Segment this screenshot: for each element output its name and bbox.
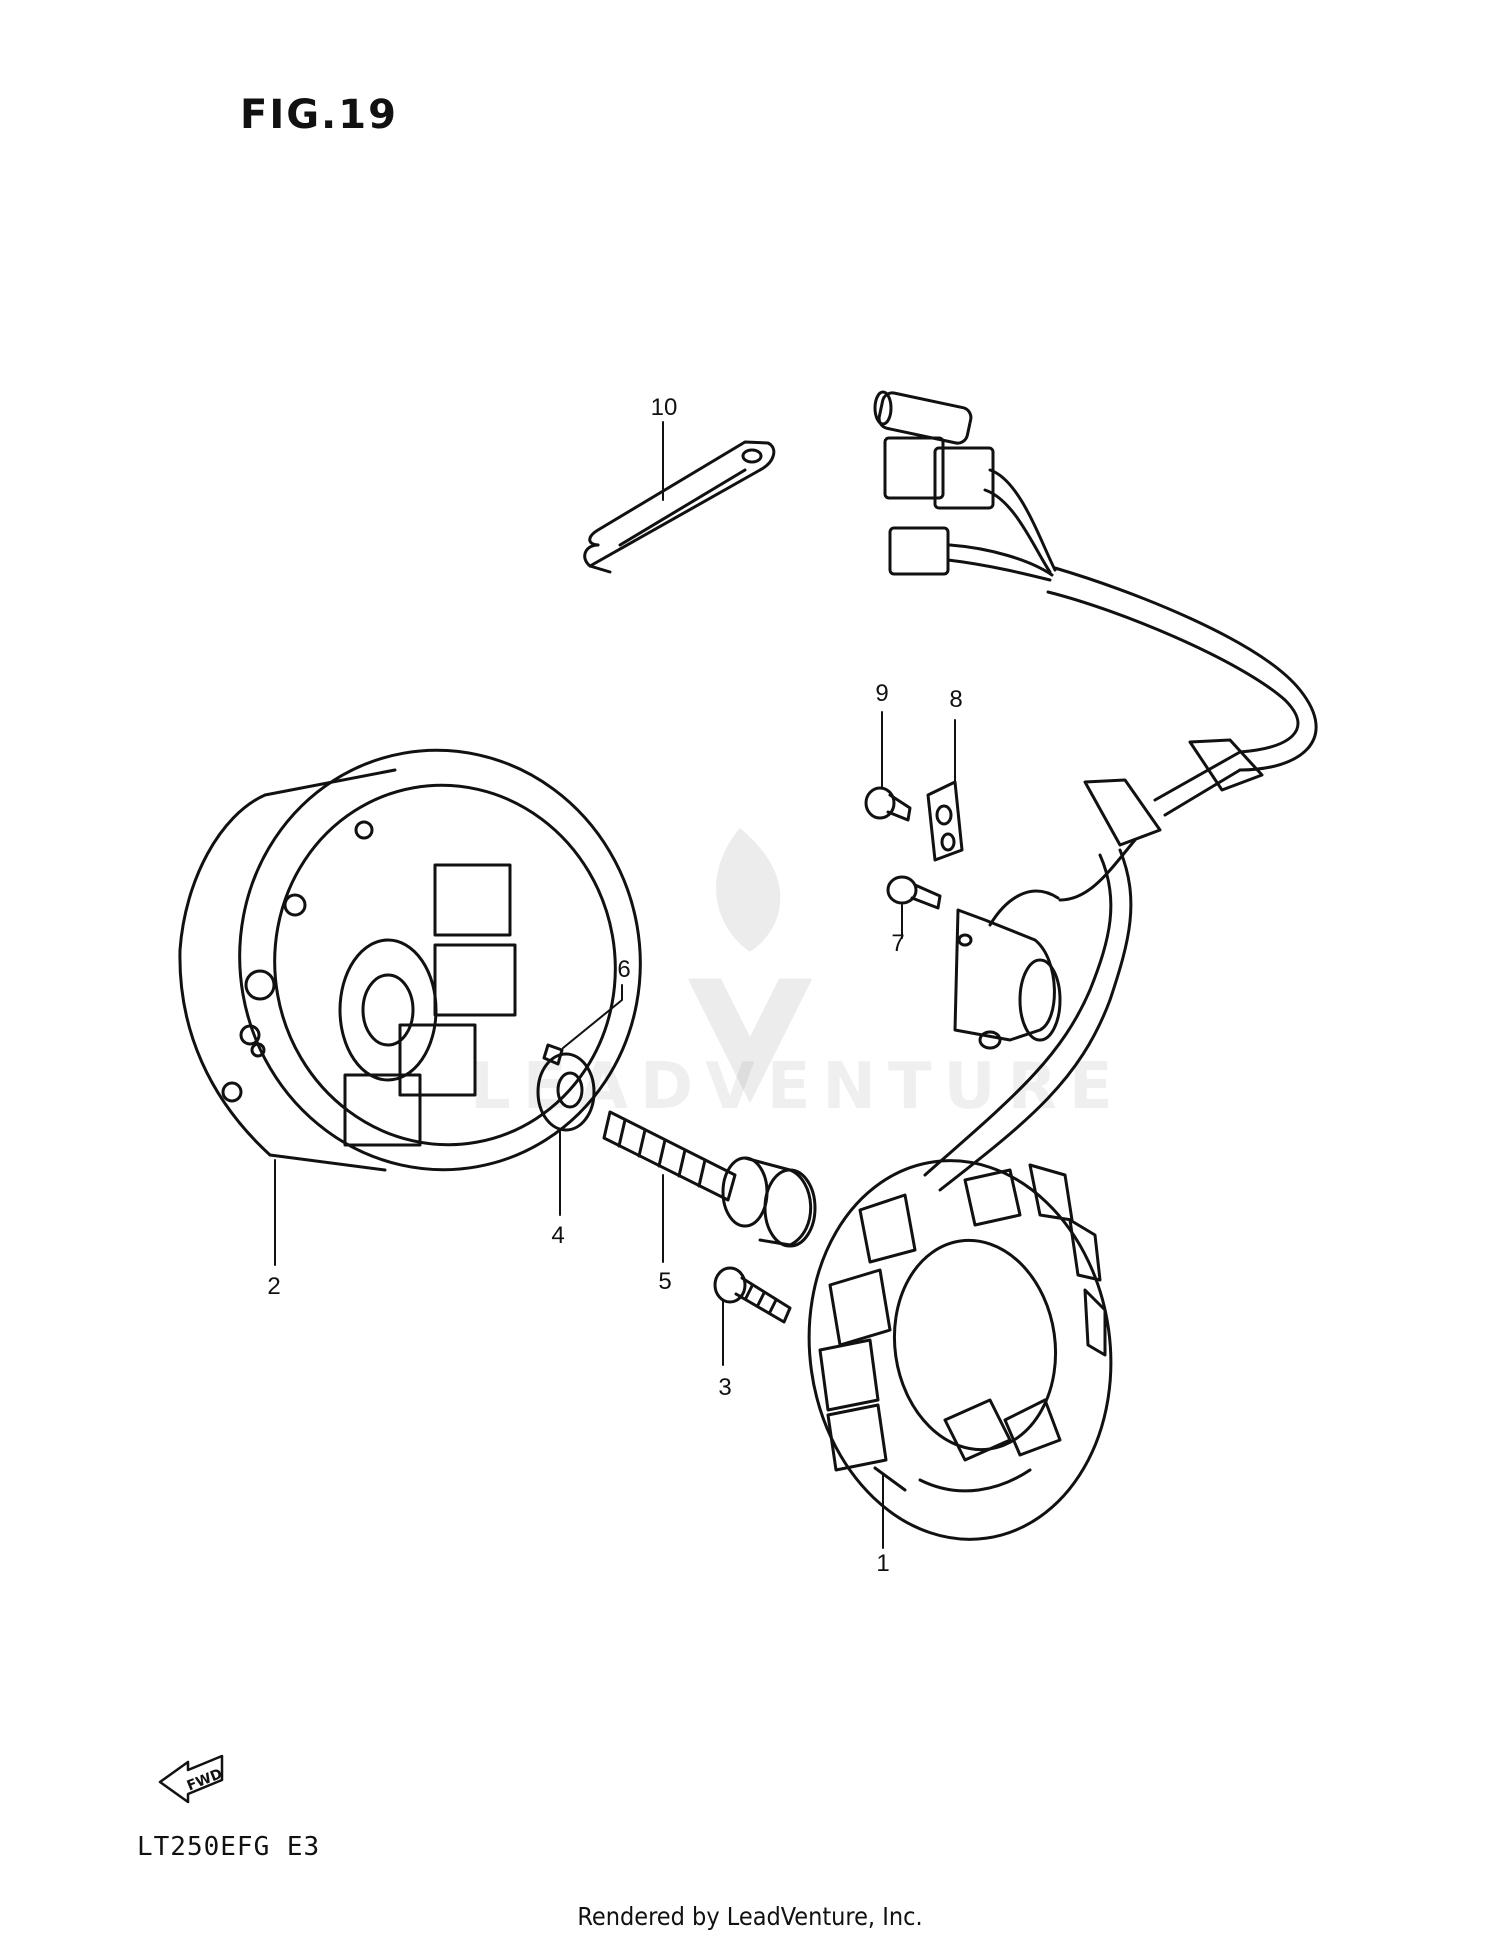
callout-2: 2 bbox=[267, 1273, 281, 1300]
callout-1: 1 bbox=[876, 1550, 890, 1577]
part-2-flywheel-rotor bbox=[178, 748, 642, 1172]
part-10-clamp bbox=[583, 440, 776, 574]
part-9-screw bbox=[864, 786, 912, 822]
watermark-text: LEADVENTURE bbox=[470, 1050, 1125, 1124]
callout-3: 3 bbox=[718, 1374, 732, 1401]
part-3-screw bbox=[713, 1266, 792, 1324]
footer-credit: Rendered by LeadVenture, Inc. bbox=[577, 1902, 923, 1931]
watermark-logo bbox=[688, 828, 812, 1102]
callout-9: 9 bbox=[875, 680, 889, 707]
wire-harness bbox=[873, 390, 1318, 1192]
part-7-screw bbox=[886, 875, 942, 910]
part-6-key bbox=[542, 1043, 564, 1066]
callout-8: 8 bbox=[949, 686, 963, 713]
part-1-stator bbox=[807, 1159, 1113, 1541]
callout-7: 7 bbox=[891, 930, 905, 957]
part-8-plate bbox=[926, 780, 964, 862]
callout-4: 4 bbox=[551, 1222, 565, 1249]
callout-6: 6 bbox=[617, 956, 631, 983]
figure-title: FIG.19 bbox=[240, 92, 398, 138]
part-5-bolt bbox=[602, 1110, 817, 1248]
model-code: LT250EFG E3 bbox=[137, 1832, 321, 1862]
part-4-washer bbox=[536, 1052, 596, 1132]
callout-5: 5 bbox=[658, 1268, 672, 1295]
forward-arrow-icon bbox=[158, 1754, 224, 1804]
leader-line-6 bbox=[562, 984, 623, 1049]
callout-10: 10 bbox=[650, 394, 678, 421]
pulser-coil bbox=[953, 889, 1062, 1050]
leader-lines bbox=[274, 421, 956, 1549]
